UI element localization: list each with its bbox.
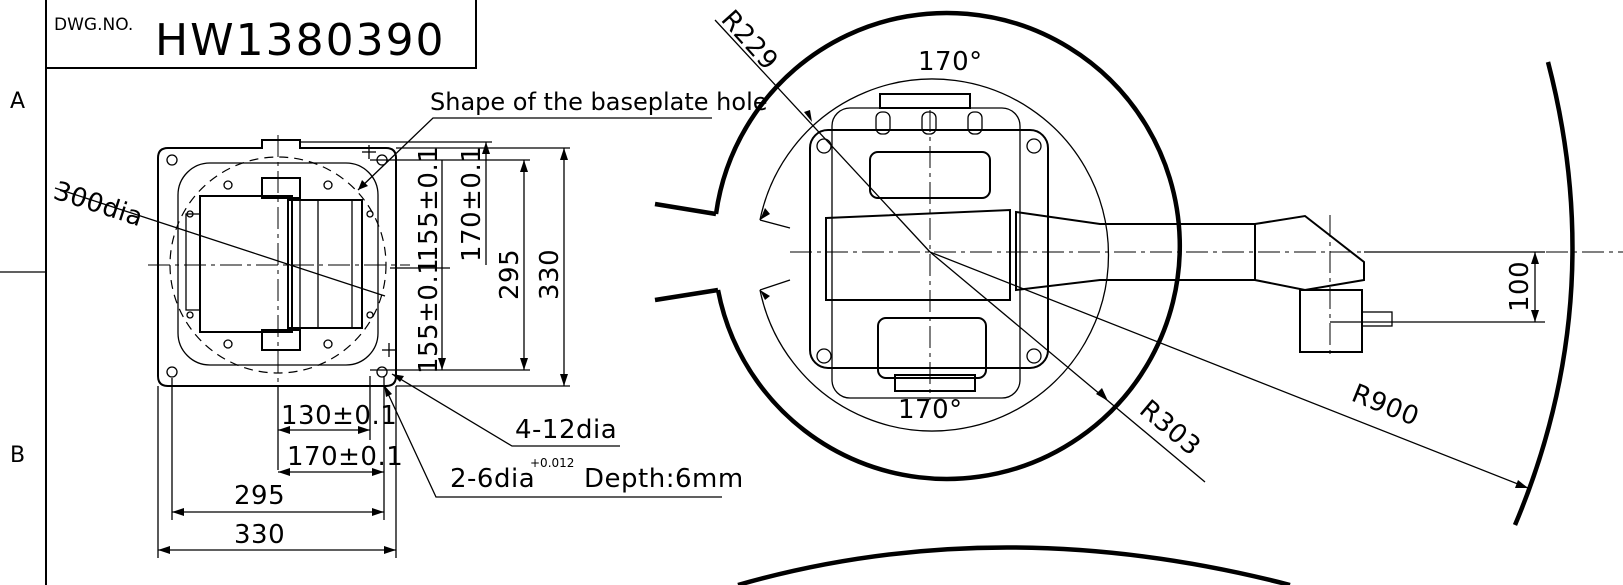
top-port: [875, 111, 891, 135]
holes-callout: 4-12dia: [515, 415, 617, 445]
top-view: R229 R303 R900 170° 170° 100: [654, 5, 1623, 585]
baseplate-hole-callout: Shape of the baseplate hole: [430, 88, 768, 116]
pin-callout-tolerance: +0.012: [530, 456, 574, 470]
r229-inner-arc: [759, 78, 1110, 432]
mounting-hole: [323, 180, 333, 190]
top-motor-rear: [869, 151, 991, 199]
dim-170-vertical: 170±0.1: [457, 146, 487, 262]
base-body-right: [287, 199, 363, 329]
top-end-flange: [1299, 289, 1363, 353]
pin-holes: [362, 145, 396, 357]
mounting-hole: [186, 311, 194, 319]
dim-170-horizontal: 170±0.1: [287, 442, 403, 472]
mounting-hole: [323, 339, 333, 349]
top-bolt: [1026, 138, 1042, 154]
mounting-hole: [366, 311, 374, 319]
r900-leader: [929, 251, 1529, 489]
pin-callout-prefix: 2-6dia: [450, 464, 535, 494]
vertical-dimensions: [300, 141, 570, 387]
pin-leader: [383, 384, 722, 498]
r229-leader: [714, 19, 931, 253]
dim-295-vertical: 295: [495, 249, 525, 300]
dim-100-label: 100: [1505, 261, 1535, 312]
base-bottom-tab: [261, 329, 301, 351]
pin-callout-depth: Depth:6mm: [584, 464, 744, 494]
r303-outer-circle: [713, 10, 1182, 482]
stop-wedge-lower: [654, 287, 719, 303]
r229-label: R229: [715, 5, 784, 77]
dim-295-horizontal: 295: [234, 481, 285, 511]
dim-155-lower: 155±0.1: [414, 258, 444, 374]
base-plate-outline: [157, 139, 397, 387]
dim-130-horizontal: 130±0.1: [281, 401, 397, 431]
drawing-number: HW1380390: [155, 15, 446, 66]
base-side-connector: [185, 213, 201, 311]
mounting-hole: [166, 154, 178, 166]
top-port: [967, 111, 983, 135]
mounting-hole: [186, 210, 194, 218]
title-prefix: DWG.NO.: [54, 15, 133, 35]
r900-reach-arc: [1512, 61, 1575, 526]
top-bolt: [816, 138, 832, 154]
top-arm-1: [825, 208, 1011, 301]
r900-bottom-arc: [737, 545, 1291, 585]
dim-330-vertical: 330: [535, 249, 565, 300]
dim-100-lines: [1329, 215, 1545, 355]
stop-wedge-upper: [654, 201, 717, 217]
top-port: [921, 111, 937, 135]
mounting-hole: [223, 180, 233, 190]
diameter-leader: [54, 187, 386, 297]
holes-leader: [391, 373, 620, 447]
top-bolt: [1026, 348, 1042, 364]
top-front-tab: [894, 374, 976, 392]
top-base-square: [809, 129, 1049, 369]
top-motor-front: [877, 317, 987, 379]
mounting-hole: [223, 339, 233, 349]
dim-330-horizontal: 330: [234, 520, 285, 550]
top-end-tool: [1361, 311, 1393, 327]
angle-top-label: 170°: [918, 47, 983, 77]
base-top-tab: [261, 177, 301, 199]
angle-bottom-label: 170°: [898, 395, 963, 425]
top-arm-end: [1254, 214, 1365, 292]
zone-label-b: B: [10, 443, 25, 468]
diameter-label: 300dia: [50, 176, 147, 233]
top-arm-2: [1015, 210, 1256, 292]
zone-label-a: A: [10, 89, 25, 114]
base-view: 300dia Shape of the baseplate hole 155±: [50, 88, 768, 558]
mounting-hole: [376, 366, 388, 378]
top-rear-tab: [879, 93, 971, 109]
r900-label: R900: [1347, 379, 1423, 433]
mounting-hole: [366, 210, 374, 218]
dim-155-upper: 155±0.1: [414, 146, 444, 262]
top-bolt: [816, 348, 832, 364]
title-block-box: [45, 0, 477, 69]
title-block: DWG.NO. HW1380390 A B: [0, 0, 477, 585]
r303-leader: [929, 251, 1206, 483]
baseplate-hole-leader: [357, 117, 712, 191]
horizontal-dimensions: [157, 376, 397, 558]
mounting-hole: [166, 366, 178, 378]
